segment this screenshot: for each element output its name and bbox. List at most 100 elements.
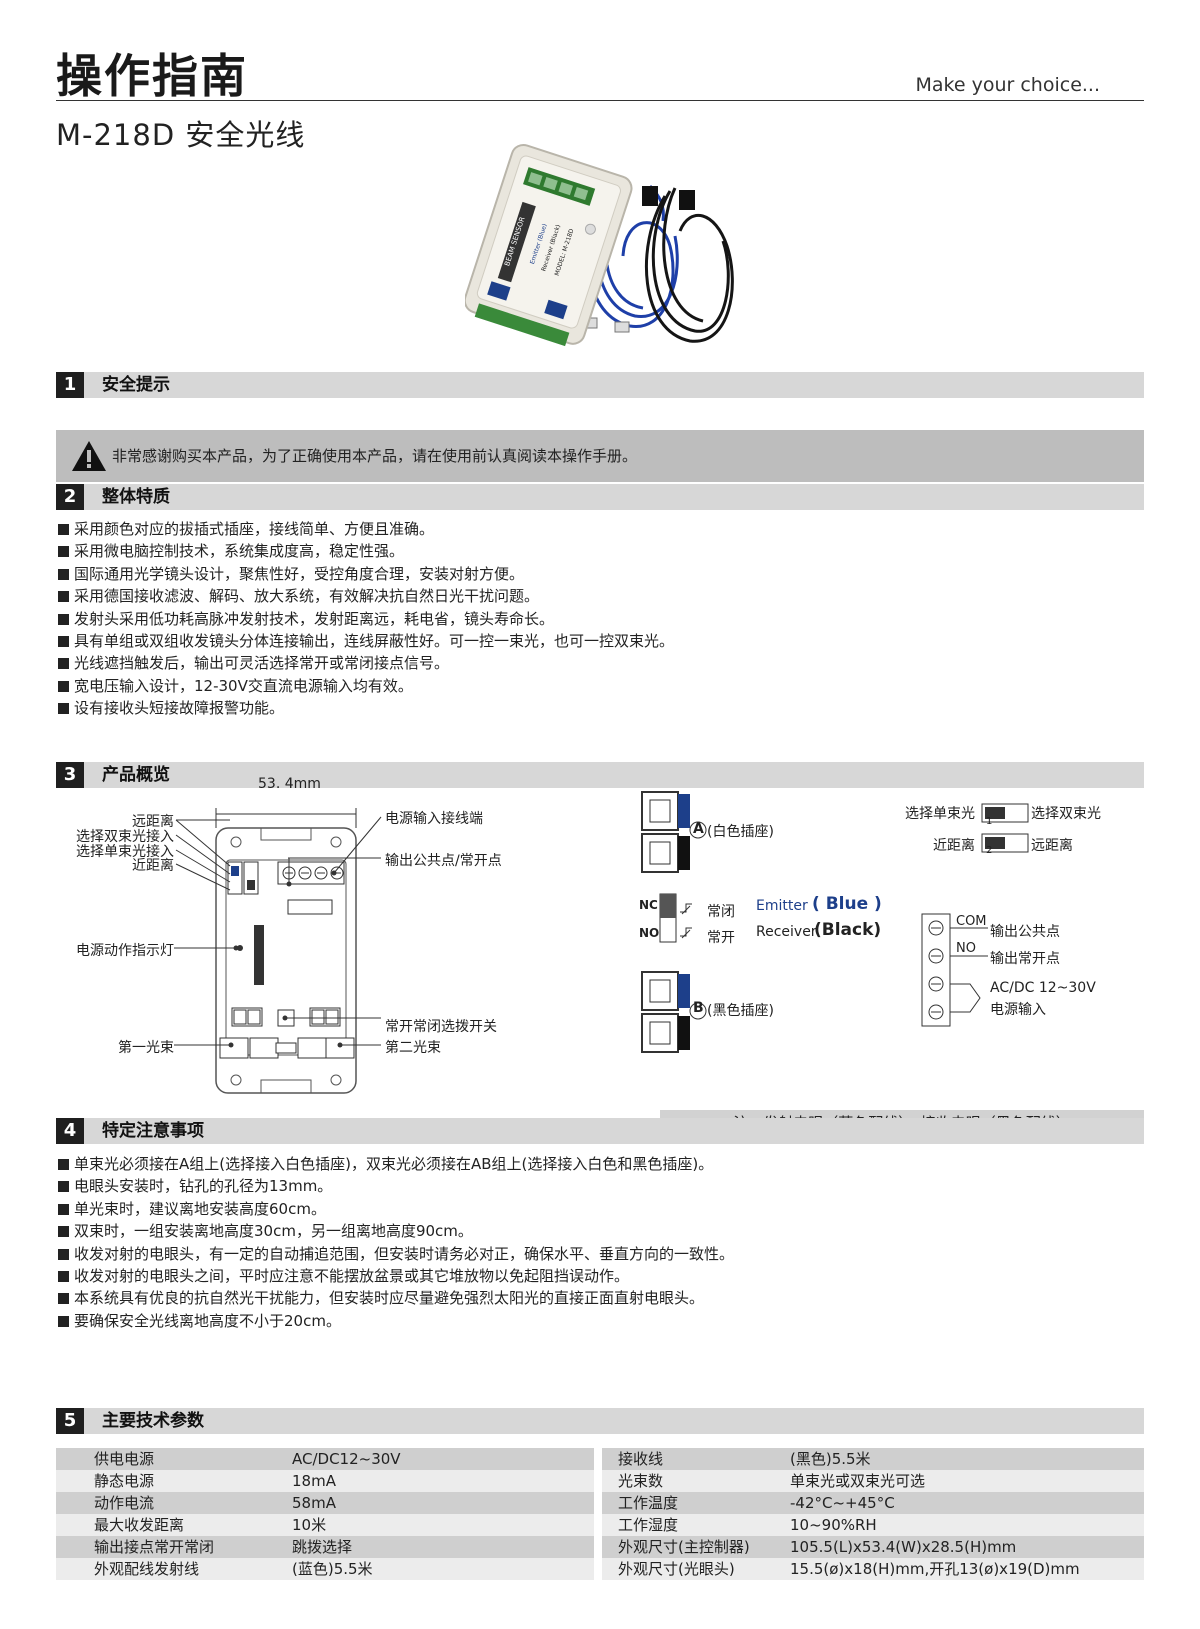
- feature-item: 采用颜色对应的拔插式插座，接线简单、方便且准确。: [58, 518, 674, 540]
- notice-text: 非常感谢购买本产品，为了正确使用本产品，请在使用前认真阅读本操作手册。: [112, 447, 638, 465]
- emitter-color: ( Blue ): [812, 894, 882, 914]
- no-cn-label: 常开: [707, 930, 735, 946]
- spec-row: 静态电源 18mA 光束数 单束光或双束光可选: [56, 1470, 1144, 1492]
- warning-icon: [72, 441, 106, 471]
- section-number: 1: [56, 372, 84, 398]
- label-power-terminal: 电源输入接线端: [385, 811, 483, 827]
- feature-item: 采用微电脑控制技术，系统集成度高，稳定性强。: [58, 540, 674, 562]
- section-2-header: 2 整体特质: [56, 484, 1144, 510]
- feature-item: 采用德国接收滤波、解码、放大系统，有效解决抗自然日光干扰问题。: [58, 585, 674, 607]
- spec-key: 动作电流: [94, 1494, 155, 1512]
- label-near: 近距离: [132, 858, 174, 874]
- spec-key: 最大收发距离: [94, 1516, 185, 1534]
- socket-a-label: (白色插座): [707, 824, 774, 840]
- terminal-com: COM: [956, 914, 987, 929]
- receiver-label: Receiver: [756, 924, 817, 940]
- dip-far: 远距离: [1031, 838, 1073, 854]
- dip-switch-diagram: [981, 803, 1029, 853]
- controller-board-diagram: [174, 808, 382, 1094]
- section-3-header: 3 产品概览: [56, 762, 1144, 788]
- spec-key: 外观尺寸(光眼头): [618, 1560, 735, 1578]
- caution-item: 电眼头安装时，钻孔的孔径为13mm。: [58, 1175, 734, 1197]
- spec-value: 15.5(ø)x18(H)mm,开孔13(ø)x19(D)mm: [790, 1560, 1080, 1578]
- spec-value: AC/DC12~30V: [292, 1450, 401, 1468]
- section-4-header: 4 特定注意事项: [56, 1118, 1144, 1144]
- label-output: 输出公共点/常开点: [385, 853, 502, 869]
- spec-value: 18mA: [292, 1472, 336, 1490]
- feature-item: 国际通用光学镜头设计，聚焦性好，受控角度合理，安装对射方便。: [58, 563, 674, 585]
- caution-item: 收发对射的电眼头，有一定的自动捕追范围，但安装时请务必对正，确保水平、垂直方向的…: [58, 1243, 734, 1265]
- spec-value: (蓝色)5.5米: [292, 1560, 373, 1578]
- nc-cn-label: 常闭: [707, 904, 735, 920]
- label-beam-1: 第一光束: [118, 1040, 174, 1056]
- feature-item: 具有单组或双组收发镜头分体连接输出，连线屏蔽性好。可一控一束光，也可一控双束光。: [58, 630, 674, 652]
- no-label: NO: [639, 926, 660, 940]
- spec-key: 外观尺寸(主控制器): [618, 1538, 750, 1556]
- feature-item: 发射头采用低功耗高脉冲发射技术，发射距离远，耗电省，镜头寿命长。: [58, 608, 674, 630]
- spec-key: 外观配线发射线: [94, 1560, 200, 1578]
- spec-value: 10~90%RH: [790, 1516, 877, 1534]
- section-number: 4: [56, 1118, 84, 1144]
- caution-item: 本系统具有优良的抗自然光干扰能力，但安装时应尽量避免强烈太阳光的直接正面直射电眼…: [58, 1287, 734, 1309]
- terminal-diagram: [921, 913, 988, 1027]
- width-dimension: 53. 4mm: [258, 776, 321, 792]
- spec-key: 供电电源: [94, 1450, 155, 1468]
- spec-value: 58mA: [292, 1494, 336, 1512]
- caution-item: 双束时，一组安装离地高度30cm，另一组离地高度90cm。: [58, 1220, 734, 1242]
- dip-two: 2: [986, 845, 993, 856]
- section-title: 特定注意事项: [102, 1121, 204, 1141]
- spec-key: 输出接点常开常闭: [94, 1538, 215, 1556]
- section-number: 2: [56, 484, 84, 510]
- spec-key: 静态电源: [94, 1472, 155, 1490]
- dip-single: 选择单束光: [905, 806, 975, 822]
- spec-value: -42°C~+45°C: [790, 1494, 895, 1512]
- socket-diagram: [641, 791, 707, 1053]
- spec-value: 105.5(L)x53.4(W)x28.5(H)mm: [790, 1538, 1017, 1556]
- spec-value: (黑色)5.5米: [790, 1450, 871, 1468]
- receiver-color: (Black): [814, 920, 882, 940]
- caution-item: 要确保安全光线离地高度不小于20cm。: [58, 1310, 734, 1332]
- spec-key: 光束数: [618, 1472, 664, 1490]
- section-1-header: 1 安全提示: [56, 372, 1144, 398]
- caution-item: 收发对射的电眼头之间，平时应注意不能摆放盆景或其它堆放物以免起阻挡误动作。: [58, 1265, 734, 1287]
- spec-value: 跳拨选择: [292, 1538, 353, 1556]
- dip-dual: 选择双束光: [1031, 806, 1101, 822]
- feature-item: 设有接收头短接故障报警功能。: [58, 697, 674, 719]
- label-single-beam: 选择单束光接入: [76, 844, 174, 860]
- terminal-com-cn: 输出公共点: [990, 924, 1060, 940]
- section-number: 5: [56, 1408, 84, 1434]
- nc-label: NC: [639, 898, 658, 912]
- socket-a-letter: A: [693, 821, 704, 837]
- section-number: 3: [56, 762, 84, 788]
- label-beam-2: 第二光束: [385, 1040, 441, 1056]
- feature-item: 光线遮挡触发后，输出可灵活选择常开或常闭接点信号。: [58, 652, 674, 674]
- emitter-label: Emitter: [756, 898, 808, 914]
- terminal-no: NO: [956, 941, 976, 956]
- tagline: Make your choice...: [915, 74, 1101, 96]
- page-title: 操作指南: [56, 49, 248, 103]
- section-5-header: 5 主要技术参数: [56, 1408, 1144, 1434]
- terminal-no-cn: 输出常开点: [990, 951, 1060, 967]
- title-divider: [56, 100, 1144, 101]
- section-title: 安全提示: [102, 375, 170, 395]
- product-subtitle: M-218D 安全光线: [56, 118, 306, 152]
- label-far: 远距离: [132, 814, 174, 830]
- label-power-led: 电源动作指示灯: [76, 943, 174, 959]
- spec-key: 工作温度: [618, 1494, 679, 1512]
- section-title: 主要技术参数: [102, 1411, 204, 1431]
- spec-key: 工作湿度: [618, 1516, 679, 1534]
- socket-b-letter: B: [693, 1000, 704, 1016]
- socket-b-label: (黑色插座): [707, 1003, 774, 1019]
- section-title: 产品概览: [102, 765, 170, 785]
- terminal-power-cn: 电源输入: [990, 1002, 1046, 1018]
- caution-item: 单束光必须接在A组上(选择接入白色插座)，双束光必须接在AB组上(选择接入白色和…: [58, 1153, 734, 1175]
- caution-list: 单束光必须接在A组上(选择接入白色插座)，双束光必须接在AB组上(选择接入白色和…: [58, 1153, 734, 1332]
- spec-value: 10米: [292, 1516, 327, 1534]
- safety-notice: 非常感谢购买本产品，为了正确使用本产品，请在使用前认真阅读本操作手册。: [56, 430, 1144, 482]
- dip-one: 1: [986, 816, 993, 827]
- product-photo: BEAM SENSOR Emitter (Blue) Receiver (Bla…: [465, 143, 734, 347]
- label-nonc-switch: 常开常闭选拨开关: [385, 1019, 497, 1035]
- label-dual-beam: 选择双束光接入: [76, 829, 174, 845]
- section-title: 整体特质: [102, 487, 170, 507]
- terminal-power: AC/DC 12~30V: [990, 980, 1096, 996]
